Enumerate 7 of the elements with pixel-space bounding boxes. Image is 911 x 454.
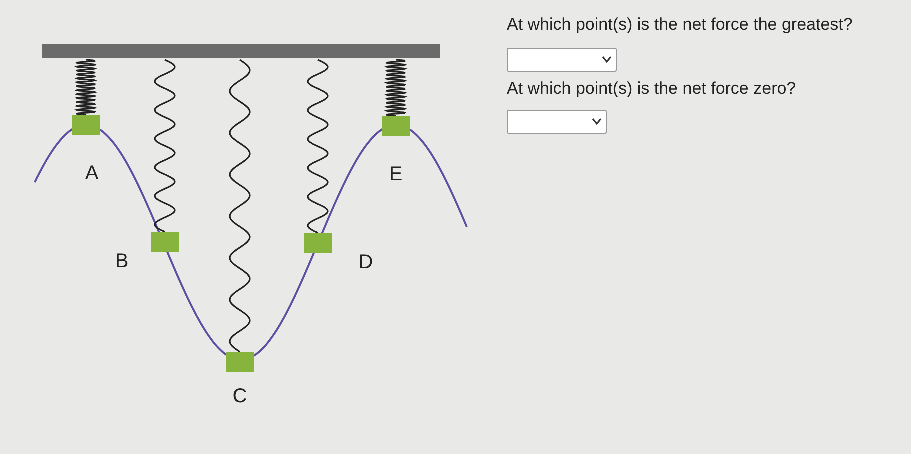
point-label: C (232, 386, 248, 408)
question-text: At which point(s) is the net force the greatest? (507, 15, 853, 35)
point-label: A (85, 162, 99, 186)
point-label: B (115, 250, 129, 274)
point-label: D (358, 252, 374, 274)
point-label: E (389, 164, 403, 186)
question-text: At which point(s) is the net force zero? (507, 79, 796, 99)
